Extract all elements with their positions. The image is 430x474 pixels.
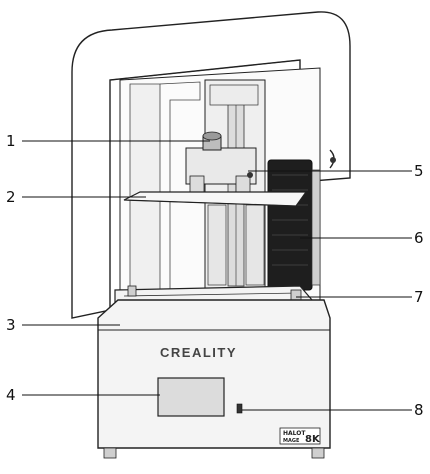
brand-logo: CREALITY	[160, 345, 237, 360]
callout-7: 7	[414, 288, 424, 306]
callout-8: 8	[414, 401, 424, 419]
build-plate-carriage	[185, 131, 257, 199]
callout-1: 1	[6, 132, 16, 150]
svg-text:8K: 8K	[305, 434, 321, 445]
model-badge: HALOT MAGE 8K	[279, 427, 321, 445]
touch-screen[interactable]	[157, 377, 225, 417]
heatsink-module	[267, 159, 321, 291]
usb-port[interactable]	[236, 403, 243, 414]
callout-2: 2	[6, 188, 16, 206]
svg-text:HALOT: HALOT	[283, 430, 306, 437]
callout-4: 4	[6, 386, 16, 404]
callout-lines	[22, 140, 412, 411]
svg-text:MAGE: MAGE	[283, 438, 300, 444]
base-unit: CREALITY HALOT MAGE 8K	[97, 299, 331, 459]
build-plate	[123, 191, 308, 207]
callout-3: 3	[6, 316, 16, 334]
z-axis-column	[204, 79, 266, 291]
callout-5: 5	[414, 162, 424, 180]
callout-6: 6	[414, 229, 424, 247]
